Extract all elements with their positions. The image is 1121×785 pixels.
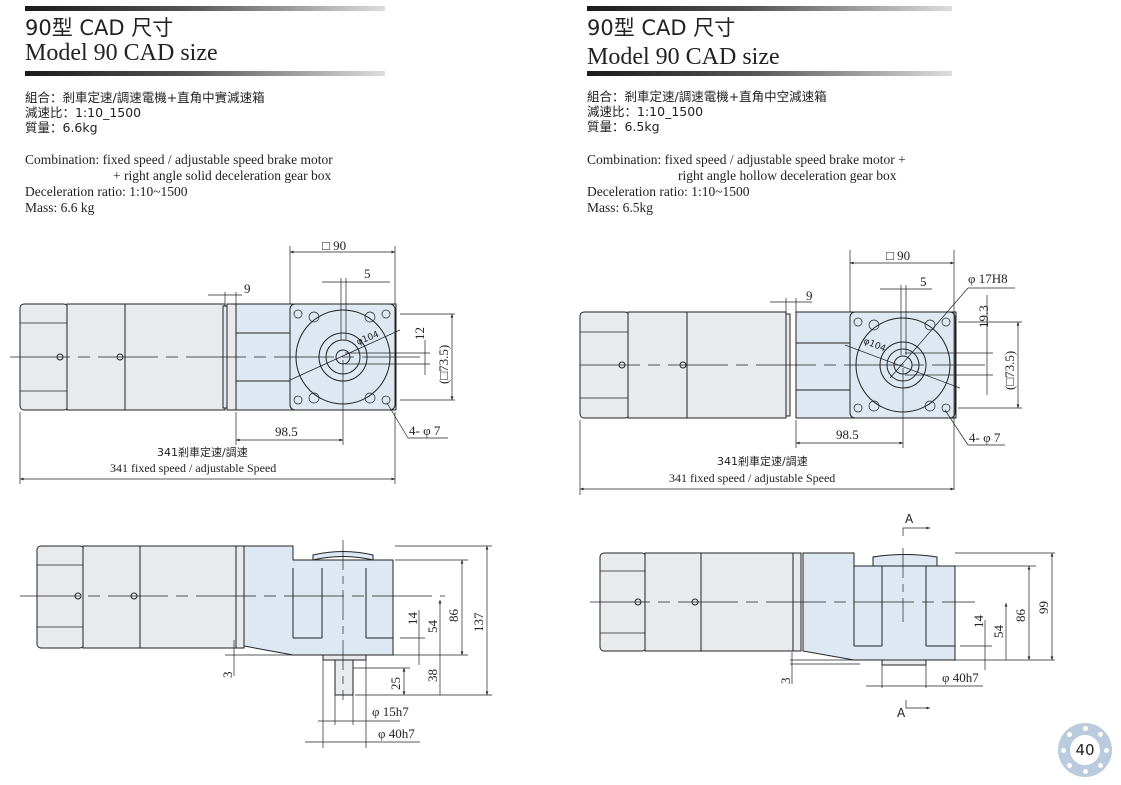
dim-sq90: □ 90 — [322, 238, 346, 253]
dim-54: 54 — [425, 620, 440, 634]
spec-en-ratio-left: Deceleration ratio: 1:10~1500 — [25, 184, 188, 199]
section-label-a-bottom: A — [897, 706, 906, 720]
spec-zh-combination-right: 組合：剎車定速/調速電機+直角中空減速箱 — [587, 89, 827, 104]
dim-shaft-phi15: φ 15h7 — [372, 704, 409, 719]
spec-en-combination-left: Combination: fixed speed / adjustable sp… — [25, 152, 333, 167]
dim-54-right: 54 — [991, 625, 1006, 639]
dim-holes: 4- φ 7 — [409, 423, 441, 438]
dim-length-zh-right: 341剎車定速/調速 — [717, 454, 808, 468]
title-zh-right: 90型 CAD 尺寸 — [587, 16, 736, 40]
dim-pilot-phi40-right: φ 40h7 — [942, 670, 979, 685]
dim-length-en: 341 fixed speed / adjustable Speed — [110, 461, 276, 475]
spec-zh-combination-left: 組合：剎車定速/調速電機+直角中實減速箱 — [25, 90, 265, 105]
right-top-view: □ 90 5 9 φ 17H8 φ104 19.3 (□73.5) 98.5 4… — [579, 248, 1022, 495]
dim-14: 14 — [405, 612, 420, 626]
dim-sq90-right: □ 90 — [886, 248, 910, 263]
dim-14-right: 14 — [971, 615, 986, 629]
dim-sq735-right: (□73.5) — [1002, 351, 1017, 390]
spec-en-mass-left: Mass: 6.6 kg — [25, 200, 95, 215]
dim-holes-right: 4- φ 7 — [969, 430, 1001, 445]
header-bar-top-right — [587, 6, 952, 11]
dim-38: 38 — [425, 669, 440, 682]
dim-3: 3 — [220, 672, 235, 679]
spec-en-ratio-right: Deceleration ratio: 1:10~1500 — [587, 184, 750, 199]
page-number: 40 — [1070, 735, 1100, 765]
dim-5-right: 5 — [920, 274, 927, 289]
dim-25: 25 — [388, 677, 403, 690]
dim-99: 99 — [1036, 601, 1051, 614]
dim-98-5-right: 98.5 — [836, 427, 859, 442]
dim-137: 137 — [471, 612, 486, 632]
header-bar-top-left — [25, 6, 385, 11]
dim-98-5: 98.5 — [275, 424, 298, 439]
spec-zh-mass-right: 質量：6.5kg — [587, 119, 660, 134]
title-en-right: Model 90 CAD size — [587, 44, 780, 70]
dim-86: 86 — [446, 609, 461, 623]
left-top-view: □ 90 5 9 φ104 (□73.5) 12 98.5 4- φ 7 341… — [10, 238, 455, 484]
dim-length-zh: 341剎車定速/調速 — [157, 445, 248, 459]
dim-bore-phi17: φ 17H8 — [968, 271, 1008, 286]
spec-zh-ratio-right: 減速比：1:10_1500 — [587, 104, 704, 119]
spec-en-combination2-left: + right angle solid deceleration gear bo… — [113, 168, 332, 183]
left-side-view: 137 86 54 14 38 25 3 φ 15h7 φ 40h7 — [20, 540, 492, 748]
dim-sq735: (□73.5) — [436, 345, 451, 384]
spec-zh-ratio-left: 減速比：1:10_1500 — [25, 105, 142, 120]
right-side-view: A A 99 86 54 14 3 φ 40h7 — [590, 512, 1055, 720]
dim-pilot-phi40: φ 40h7 — [378, 726, 415, 741]
dim-5: 5 — [364, 266, 371, 281]
dim-9-right: 9 — [806, 288, 813, 303]
dim-9: 9 — [244, 281, 251, 296]
spec-en-combination2-right: right angle hollow deceleration gear box — [678, 168, 897, 183]
dim-12: 12 — [412, 327, 427, 340]
section-label-a-top: A — [905, 512, 914, 526]
title-en-left: Model 90 CAD size — [25, 40, 218, 66]
header-bar-bottom-left — [25, 71, 385, 76]
spec-en-combination-right: Combination: fixed speed / adjustable sp… — [587, 152, 906, 167]
dim-length-en-right: 341 fixed speed / adjustable Speed — [669, 471, 835, 485]
title-zh-left: 90型 CAD 尺寸 — [25, 16, 174, 40]
dim-3-right: 3 — [778, 678, 793, 685]
spec-zh-mass-left: 質量：6.6kg — [25, 120, 98, 135]
page-number-badge: 40 — [1058, 723, 1112, 777]
header-bar-bottom-right — [587, 71, 952, 76]
spec-en-mass-right: Mass: 6.5kg — [587, 200, 654, 215]
dim-86-right: 86 — [1013, 609, 1028, 623]
dim-19-3: 19.3 — [976, 305, 991, 328]
